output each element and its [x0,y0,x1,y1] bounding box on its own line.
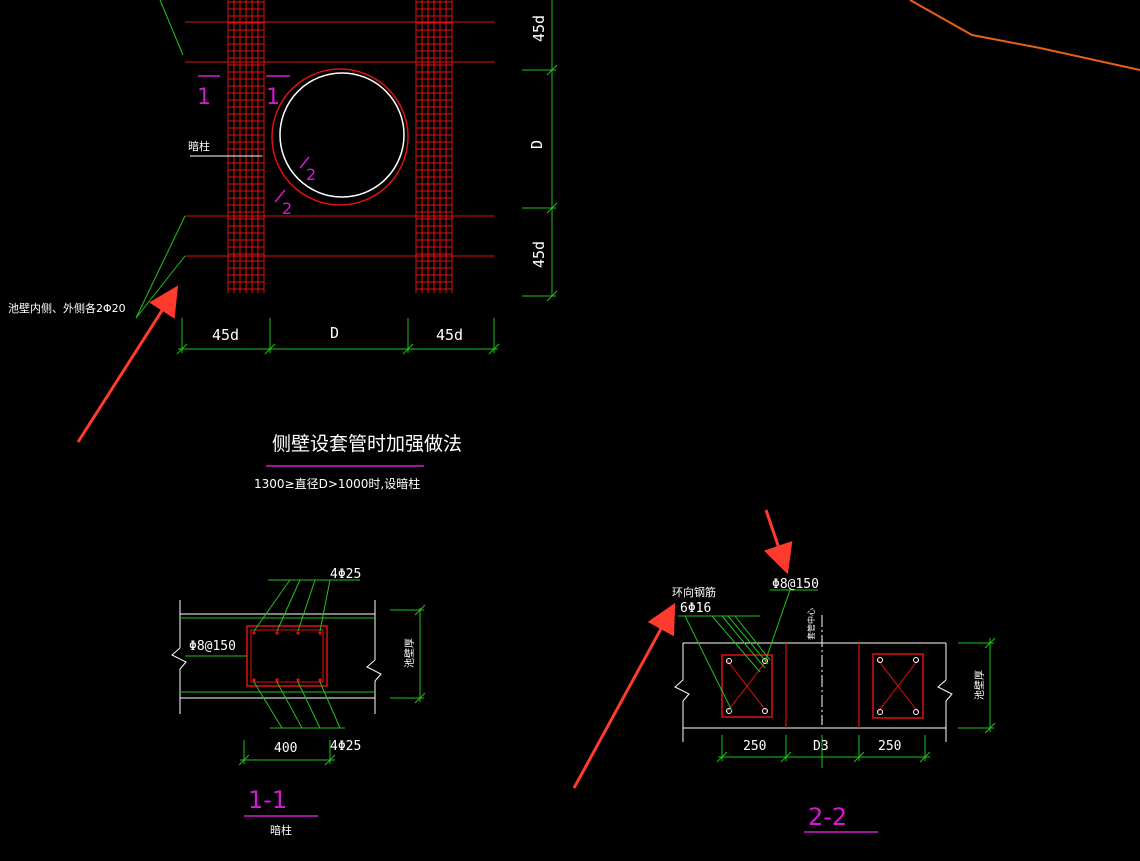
s22-centerline: 套管中心 [806,608,816,640]
s11-sublabel: 暗柱 [270,823,292,837]
s11-stirrup: Φ8@150 [189,639,236,654]
s11-label: 1-1 [248,786,287,814]
hidden-column-label: 暗柱 [188,139,210,153]
s22-dim-left: 250 [743,739,766,754]
sleeve-inner-circle [279,72,405,198]
section-2-2: 环向钢筋 6Φ16 Φ8@150 套管中心 池壁厚 250 D3 250 [672,577,996,833]
dim-45d-left: 45d [212,326,239,344]
section-mark-1-left: 1 [197,85,211,110]
sleeve-outer-circle [271,68,409,206]
s22-wall-thickness: 池壁厚 [973,670,986,700]
s22-dim-right: 250 [878,739,901,754]
s22-dim-mid: D3 [813,739,829,754]
s22-label: 2-2 [808,803,847,831]
orange-boundary-line [909,0,1140,71]
dim-D-horizontal: D [330,324,339,342]
s22-ring-bars-title: 环向钢筋 [672,585,716,599]
dim-45d-right: 45d [436,326,463,344]
section-mark-2-lower: 2 [282,199,292,218]
wall-bars-note: 池壁内侧、外侧各2Φ20 [8,301,126,315]
section-1-1: 4Φ25 4Φ25 Φ8@150 池壁厚 400 1-1 暗柱 [171,567,426,837]
plan-view: 暗柱 1 1 2 2 池壁内侧、外侧各2Φ20 45d D 45d [8,0,558,355]
s11-bars-bottom: 4Φ25 [330,739,361,754]
s22-stirrup: Φ8@150 [772,577,819,592]
s11-wall-thickness: 池壁厚 [403,638,416,668]
annotation-arrow-3 [572,602,676,789]
section-mark-2-upper: 2 [306,165,316,184]
section-mark-1-right: 1 [266,85,280,110]
annotation-arrow-2 [763,509,793,575]
drawing-note: 1300≥直径D>1000时,设暗柱 [254,476,420,491]
s11-bars-top: 4Φ25 [330,567,361,582]
dim-D-vertical: D [528,140,546,149]
s22-ring-bars: 6Φ16 [680,601,711,616]
s11-width: 400 [274,741,297,756]
dim-45d-bottom: 45d [530,241,548,268]
annotation-arrow-1 [76,285,179,443]
dim-45d-top: 45d [530,15,548,42]
drawing-title: 侧壁设套管时加强做法 [272,433,462,455]
